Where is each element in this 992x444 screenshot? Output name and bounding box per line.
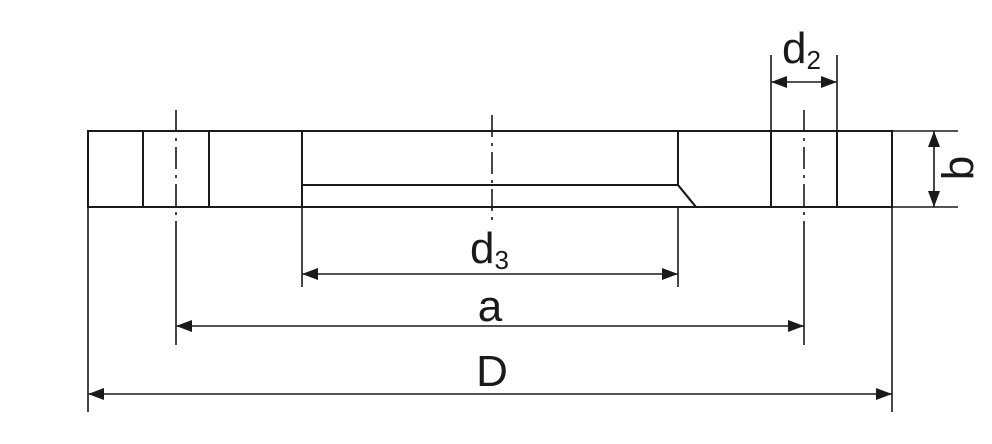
arrowhead-d2-left [771, 76, 787, 88]
extension-lines [87, 55, 958, 412]
arrowhead-a-right [788, 320, 804, 332]
arrowhead-d2-right [821, 76, 837, 88]
arrowhead-q-bottom [928, 191, 940, 207]
dimension-d3: d3 [302, 224, 678, 280]
label-d3-main: d [470, 224, 494, 273]
label-d3-sub: 3 [494, 245, 508, 275]
dimension-D: D [88, 347, 892, 400]
arrowhead-D-right [876, 388, 892, 400]
arrowhead-a-left [176, 320, 192, 332]
label-d2-main: d [782, 24, 806, 73]
bore-chamfer-right [677, 184, 697, 208]
label-a: a [478, 282, 503, 331]
center-lines [175, 110, 805, 225]
arrowhead-d3-right [662, 268, 678, 280]
arrowhead-q-top [928, 131, 940, 147]
dimension-d2: d2 [771, 24, 837, 88]
hatch-block-left-outer [87, 130, 144, 208]
label-d2: d2 [782, 24, 821, 75]
label-D: D [476, 347, 508, 396]
body-outline [88, 130, 892, 208]
dimension-a: a [176, 282, 804, 332]
arrowhead-d3-left [302, 268, 318, 280]
arrowhead-D-left [88, 388, 104, 400]
label-d2-sub: 2 [806, 45, 820, 75]
label-q: q [940, 156, 989, 180]
hatch-block-left-inner [208, 130, 303, 208]
label-d3: d3 [470, 224, 509, 275]
hatched-sections [87, 130, 893, 208]
hatch-block-right-inner [677, 130, 772, 208]
dimension-q: q [928, 131, 989, 207]
hatch-block-right-outer [836, 130, 893, 208]
